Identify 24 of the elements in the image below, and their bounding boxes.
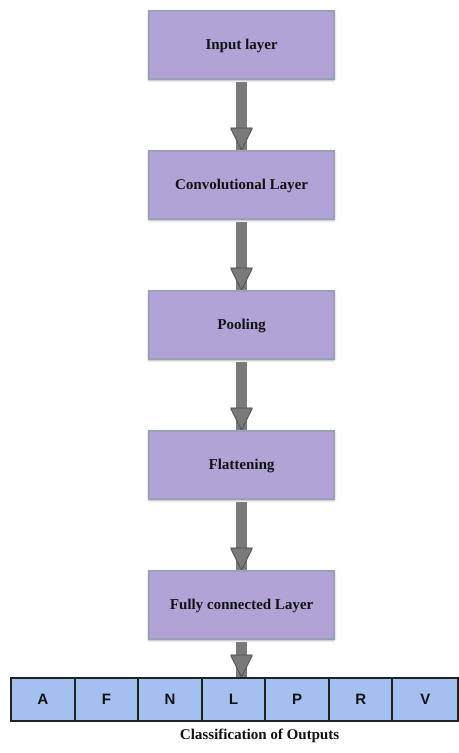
layer-box: [148, 430, 335, 500]
arrow: [230, 222, 254, 291]
layer-label: Fully connected Layer: [170, 596, 314, 614]
layer-box: [148, 570, 335, 640]
class-label: L: [228, 691, 238, 708]
layer-label: Input layer: [205, 36, 278, 54]
layer-label: Pooling: [217, 316, 266, 334]
layer-box: [148, 150, 335, 220]
layer-label: Convolutional Layer: [175, 176, 308, 194]
arrow: [230, 642, 254, 678]
arrow: [230, 362, 254, 431]
class-label: F: [102, 691, 111, 708]
output-bar: [10, 677, 459, 722]
layer-label: Flattening: [208, 456, 274, 474]
arrow: [230, 502, 254, 571]
class-label: A: [37, 691, 48, 708]
class-label: P: [292, 691, 302, 708]
layer-box: [148, 290, 335, 360]
class-label: N: [164, 691, 176, 708]
class-label: V: [420, 691, 430, 708]
arrow: [230, 82, 254, 151]
class-label: R: [355, 691, 366, 708]
layer-box: [148, 10, 335, 80]
node-label: Classification of Outputs: [180, 727, 340, 744]
